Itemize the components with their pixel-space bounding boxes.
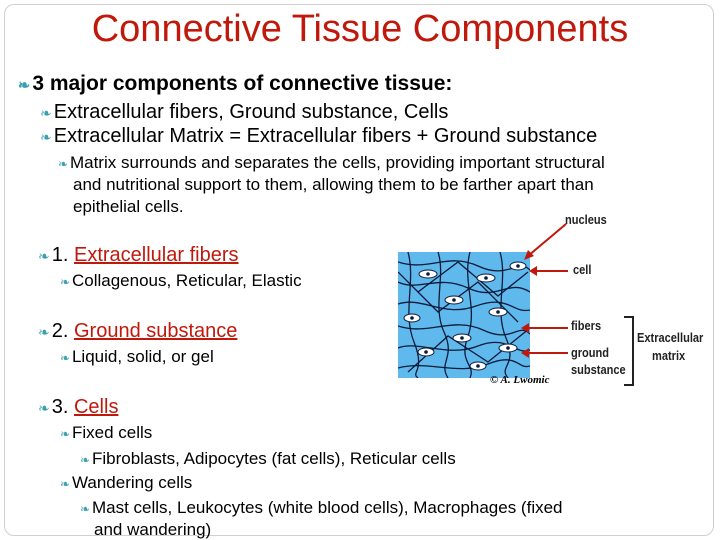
- tissue-drawing: [398, 252, 530, 378]
- matrix-bracket: [624, 316, 634, 386]
- bullet-icon: ❧: [40, 105, 52, 121]
- connective-tissue-illustration: [398, 252, 530, 378]
- fixed-cells-bullet: ❧Fixed cells: [60, 423, 152, 443]
- bullet-icon: ❧: [38, 400, 50, 416]
- section-3-heading: ❧3. Cells: [38, 396, 118, 419]
- matrix-note-line-1: ❧Matrix surrounds and separates the cell…: [58, 153, 605, 173]
- section-3-label: Cells: [73, 396, 119, 418]
- section-1-detail-text: Collagenous, Reticular, Elastic: [71, 271, 302, 290]
- section-2-detail: ❧Liquid, solid, or gel: [60, 347, 214, 367]
- section-1-number: 1.: [51, 244, 69, 266]
- bullet-icon: ❧: [80, 453, 90, 467]
- bullet-icon: ❧: [60, 427, 70, 441]
- slide-frame: [4, 4, 714, 536]
- section-2-number: 2.: [51, 320, 69, 342]
- ground-substance-arrow: [521, 348, 568, 358]
- wandering-cells-text: Wandering cells: [71, 473, 193, 492]
- cell-arrow: [529, 266, 568, 276]
- matrix-note-text-1: Matrix surrounds and separates the cells…: [69, 153, 605, 172]
- section-2-label: Ground substance: [73, 320, 238, 342]
- intro-sub-bullet-2: ❧Extracellular Matrix = Extracellular fi…: [40, 125, 597, 148]
- intro-text: 3 major components of connective tissue:: [32, 72, 453, 95]
- label-extracellular: Extracellular: [637, 330, 704, 345]
- bullet-icon: ❧: [58, 157, 68, 171]
- matrix-note-line-3: epithelial cells.: [73, 197, 184, 216]
- wandering-cells-detail-1: ❧Mast cells, Leukocytes (white blood cel…: [80, 498, 563, 518]
- bullet-icon: ❧: [80, 502, 90, 516]
- wandering-cells-bullet: ❧Wandering cells: [60, 473, 192, 493]
- fibers-arrow: [521, 323, 568, 333]
- intro-sub-text-1: Extracellular fibers, Ground substance, …: [53, 101, 449, 123]
- section-1-heading: ❧1. Extracellular fibers: [38, 244, 239, 267]
- section-1-label: Extracellular fibers: [73, 244, 239, 266]
- intro-bullet: ❧3 major components of connective tissue…: [18, 72, 452, 96]
- slide-title: Connective Tissue Components: [91, 8, 629, 50]
- label-substance: substance: [571, 362, 626, 377]
- section-3-number: 3.: [51, 396, 69, 418]
- section-2-heading: ❧2. Ground substance: [38, 320, 237, 343]
- illustration-copyright: © A. Lwomic: [490, 374, 550, 386]
- intro-sub-text-2: Extracellular Matrix = Extracellular fib…: [53, 125, 598, 147]
- nucleus-arrow: [524, 223, 567, 260]
- section-2-detail-text: Liquid, solid, or gel: [71, 347, 214, 366]
- wandering-cells-detail-text-1: Mast cells, Leukocytes (white blood cell…: [91, 498, 563, 517]
- wandering-cells-detail-2: and wandering): [94, 520, 212, 539]
- bullet-icon: ❧: [60, 477, 70, 491]
- bullet-icon: ❧: [60, 351, 70, 365]
- label-fibers: fibers: [571, 318, 602, 333]
- fixed-cells-detail: ❧Fibroblasts, Adipocytes (fat cells), Re…: [80, 449, 456, 469]
- matrix-note-line-2: and nutritional support to them, allowin…: [73, 175, 594, 194]
- bullet-icon: ❧: [60, 275, 70, 289]
- bullet-icon: ❧: [40, 129, 52, 145]
- bullet-icon: ❧: [38, 324, 50, 340]
- bullet-icon: ❧: [18, 78, 31, 94]
- fixed-cells-detail-text: Fibroblasts, Adipocytes (fat cells), Ret…: [91, 449, 456, 468]
- label-matrix: matrix: [652, 348, 686, 363]
- label-ground: ground: [571, 345, 610, 360]
- label-cell: cell: [573, 262, 592, 277]
- section-1-detail: ❧Collagenous, Reticular, Elastic: [60, 271, 302, 291]
- intro-sub-bullet-1: ❧Extracellular fibers, Ground substance,…: [40, 101, 448, 124]
- label-nucleus: nucleus: [565, 212, 607, 227]
- fixed-cells-text: Fixed cells: [71, 423, 153, 442]
- bullet-icon: ❧: [38, 248, 50, 264]
